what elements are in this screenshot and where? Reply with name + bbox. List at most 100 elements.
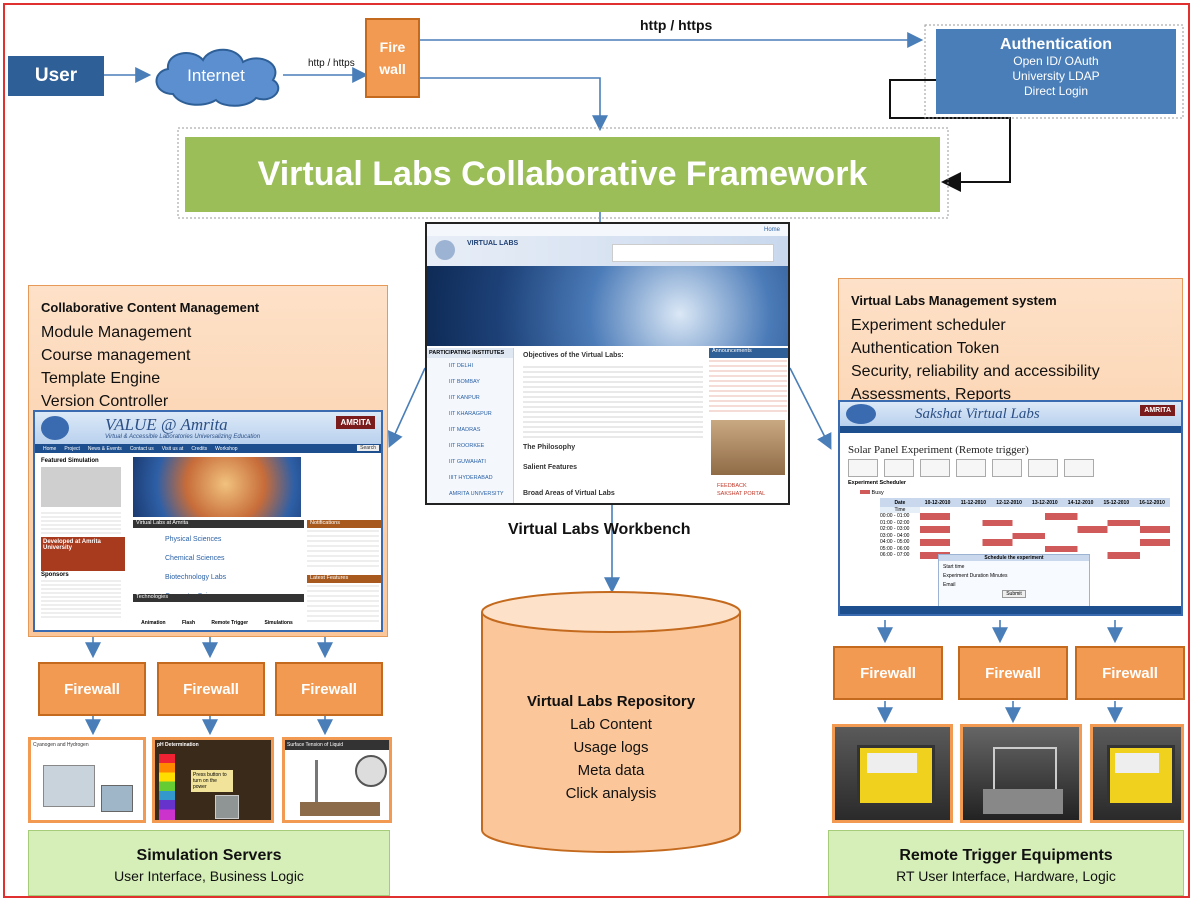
busy-legend: Busy (871, 490, 884, 496)
wb-institute[interactable]: IIT KHARAGPUR (449, 411, 492, 417)
firewall-label: Firewall (985, 664, 1041, 682)
featured-sim-image (41, 467, 121, 507)
ms-item: Experiment scheduler (851, 317, 1006, 334)
ms-item: Security, reliability and accessibility (851, 363, 1100, 380)
amrita-site-screenshot: VALUE @ Amrita Virtual & Accessible Labo… (33, 410, 383, 632)
date-header: 10-12-2010 (924, 499, 951, 506)
minutes-label: Minutes (989, 573, 1008, 579)
top-firewall-line-2: wall (379, 61, 406, 77)
user-label: User (34, 65, 78, 86)
exp-tab-icon[interactable] (956, 459, 986, 477)
amrita-subtitle: Virtual & Accessible Laboratories Univer… (105, 434, 261, 440)
rt-equipments-subtitle: RT User Interface, Hardware, Logic (896, 868, 1116, 884)
banner-title: Virtual Labs Collaborative Framework (257, 155, 868, 193)
sponsors-heading: Sponsors (41, 572, 69, 578)
repo-title: Virtual Labs Repository (526, 693, 696, 710)
amrita-nav: Home Project News & Events Contact us Vi… (35, 444, 381, 453)
time-slot: 06:00 - 07:00 (880, 552, 910, 558)
developed-badge: Developed at Amrita University (41, 537, 125, 571)
firewall-left-1: Firewall (38, 662, 146, 716)
amrita-nav-item[interactable]: Visit us at (161, 445, 184, 452)
ms-item: Assessments, Reports (851, 386, 1012, 403)
latest-heading: Latest Features (307, 575, 381, 583)
exp-tab-icon[interactable] (1064, 459, 1094, 477)
sakshat-nav (840, 426, 1181, 433)
workbench-screenshot: Home VIRTUAL LABS PARTICIPATING INSTITUT… (425, 222, 790, 505)
amrita-nav-item[interactable]: News & Events (87, 445, 122, 452)
wb-logo-icon (435, 240, 455, 260)
auth-line-3: Direct Login (1023, 84, 1089, 98)
lab-item[interactable]: Physical Sciences (165, 536, 222, 543)
amrita-nav-item[interactable]: Credits (191, 445, 208, 452)
wb-search-form[interactable] (612, 244, 774, 262)
tech-item: Remote Trigger (211, 620, 249, 626)
notifications-heading: Notifications (307, 520, 381, 528)
wb-broad: Broad Areas of Virtual Labs (523, 490, 615, 497)
firewall-left-3: Firewall (275, 662, 383, 716)
form-label: Experiment Duration (943, 573, 989, 579)
exp-tab-icon[interactable] (848, 459, 878, 477)
wb-salient: Salient Features (523, 464, 578, 471)
amrita-nav-item[interactable]: Home (43, 445, 57, 452)
elabs-logo-icon (41, 416, 69, 440)
exp-tab-icon[interactable] (1028, 459, 1058, 477)
amrita-nav-item[interactable]: Contact us (129, 445, 154, 452)
exp-tab-icon[interactable] (920, 459, 950, 477)
labs-section-heading: Virtual Labs at Amrita (133, 520, 304, 528)
cm-item: Module Management (41, 324, 192, 341)
arrow-firewall-framework (420, 77, 608, 132)
submit-button[interactable]: Submit (1002, 590, 1026, 598)
auth-title: Authentication (1000, 36, 1112, 53)
wb-institute[interactable]: IIT KANPUR (449, 395, 480, 401)
amrita-nav-item[interactable]: Workshop (215, 445, 238, 452)
wb-sakshat-link[interactable]: SAKSHAT PORTAL (717, 491, 766, 497)
repo-item: Usage logs (573, 739, 649, 756)
wb-institute[interactable]: IIT DELHI (449, 363, 474, 369)
rt-equipments-title: Remote Trigger Equipments (899, 847, 1113, 864)
banner-dashed-border (177, 127, 949, 219)
form-label: Start time (943, 564, 965, 570)
firewall-label: Firewall (64, 680, 120, 698)
brain-hero-image (133, 457, 301, 517)
auth-line-1: Open ID/ OAuth (1013, 54, 1099, 68)
exp-tab-icon[interactable] (992, 459, 1022, 477)
diagram-frame (3, 3, 1190, 898)
wb-institute[interactable]: IIT BOMBAY (449, 379, 480, 385)
wb-hero-image (427, 266, 788, 346)
exp-tab-icon[interactable] (884, 459, 914, 477)
wb-institute[interactable]: IIT GUWAHATI (449, 459, 486, 465)
ms-heading: Virtual Labs Management system (851, 293, 1057, 308)
sim-thumb-3: Surface Tension of Liquid (282, 737, 392, 823)
date-header: 15-12-2010 (1103, 499, 1130, 506)
wb-institute[interactable]: IIT MADRAS (449, 427, 481, 433)
scheduler-heading: Experiment Scheduler (848, 480, 907, 486)
date-col-header: Date (894, 499, 906, 506)
user-box: User (8, 56, 104, 96)
wb-feedback-link[interactable]: FEEDBACK (717, 483, 747, 489)
wb-institute[interactable]: AMRITA UNIVERSITY (449, 491, 504, 497)
repository-cylinder (481, 591, 741, 853)
wb-institute[interactable]: IIT ROORKEE (449, 443, 485, 449)
lab-item[interactable]: Chemical Sciences (165, 555, 225, 562)
wb-institute[interactable]: IIIT HYDERABAD (449, 475, 493, 481)
amrita-brand: VALUE @ Amrita (105, 415, 228, 434)
amrita-search-button[interactable]: Search (357, 445, 379, 451)
cm-item: Version Controller (41, 393, 169, 410)
wb-home-link[interactable]: Home (427, 224, 788, 236)
time-slot: 02:00 - 03:00 (880, 526, 910, 532)
wb-objectives: Objectives of the Virtual Labs: (523, 352, 624, 359)
sim-thumb-note: Press button to turn on the power (191, 770, 233, 792)
internet-label: Internet (187, 66, 245, 85)
wb-announcements: Announcements (709, 348, 788, 358)
auth-line-2: University LDAP (1012, 69, 1100, 83)
sim-servers-subtitle: User Interface, Business Logic (114, 868, 304, 884)
sim-thumb-1: Cyanogen and Hydrogen (28, 737, 146, 823)
sakshat-screenshot: Sakshat Virtual Labs AMRITA Solar Panel … (838, 400, 1183, 616)
firewall-label: Firewall (860, 664, 916, 682)
amrita-nav-item[interactable]: Project (64, 445, 80, 452)
lab-item[interactable]: Biotechnology Labs (165, 574, 227, 581)
firewall-label: Firewall (1102, 664, 1158, 682)
firewall-left-2: Firewall (157, 662, 265, 716)
tech-heading: Technologies (133, 594, 304, 602)
date-header: 16-12-2010 (1139, 499, 1165, 506)
